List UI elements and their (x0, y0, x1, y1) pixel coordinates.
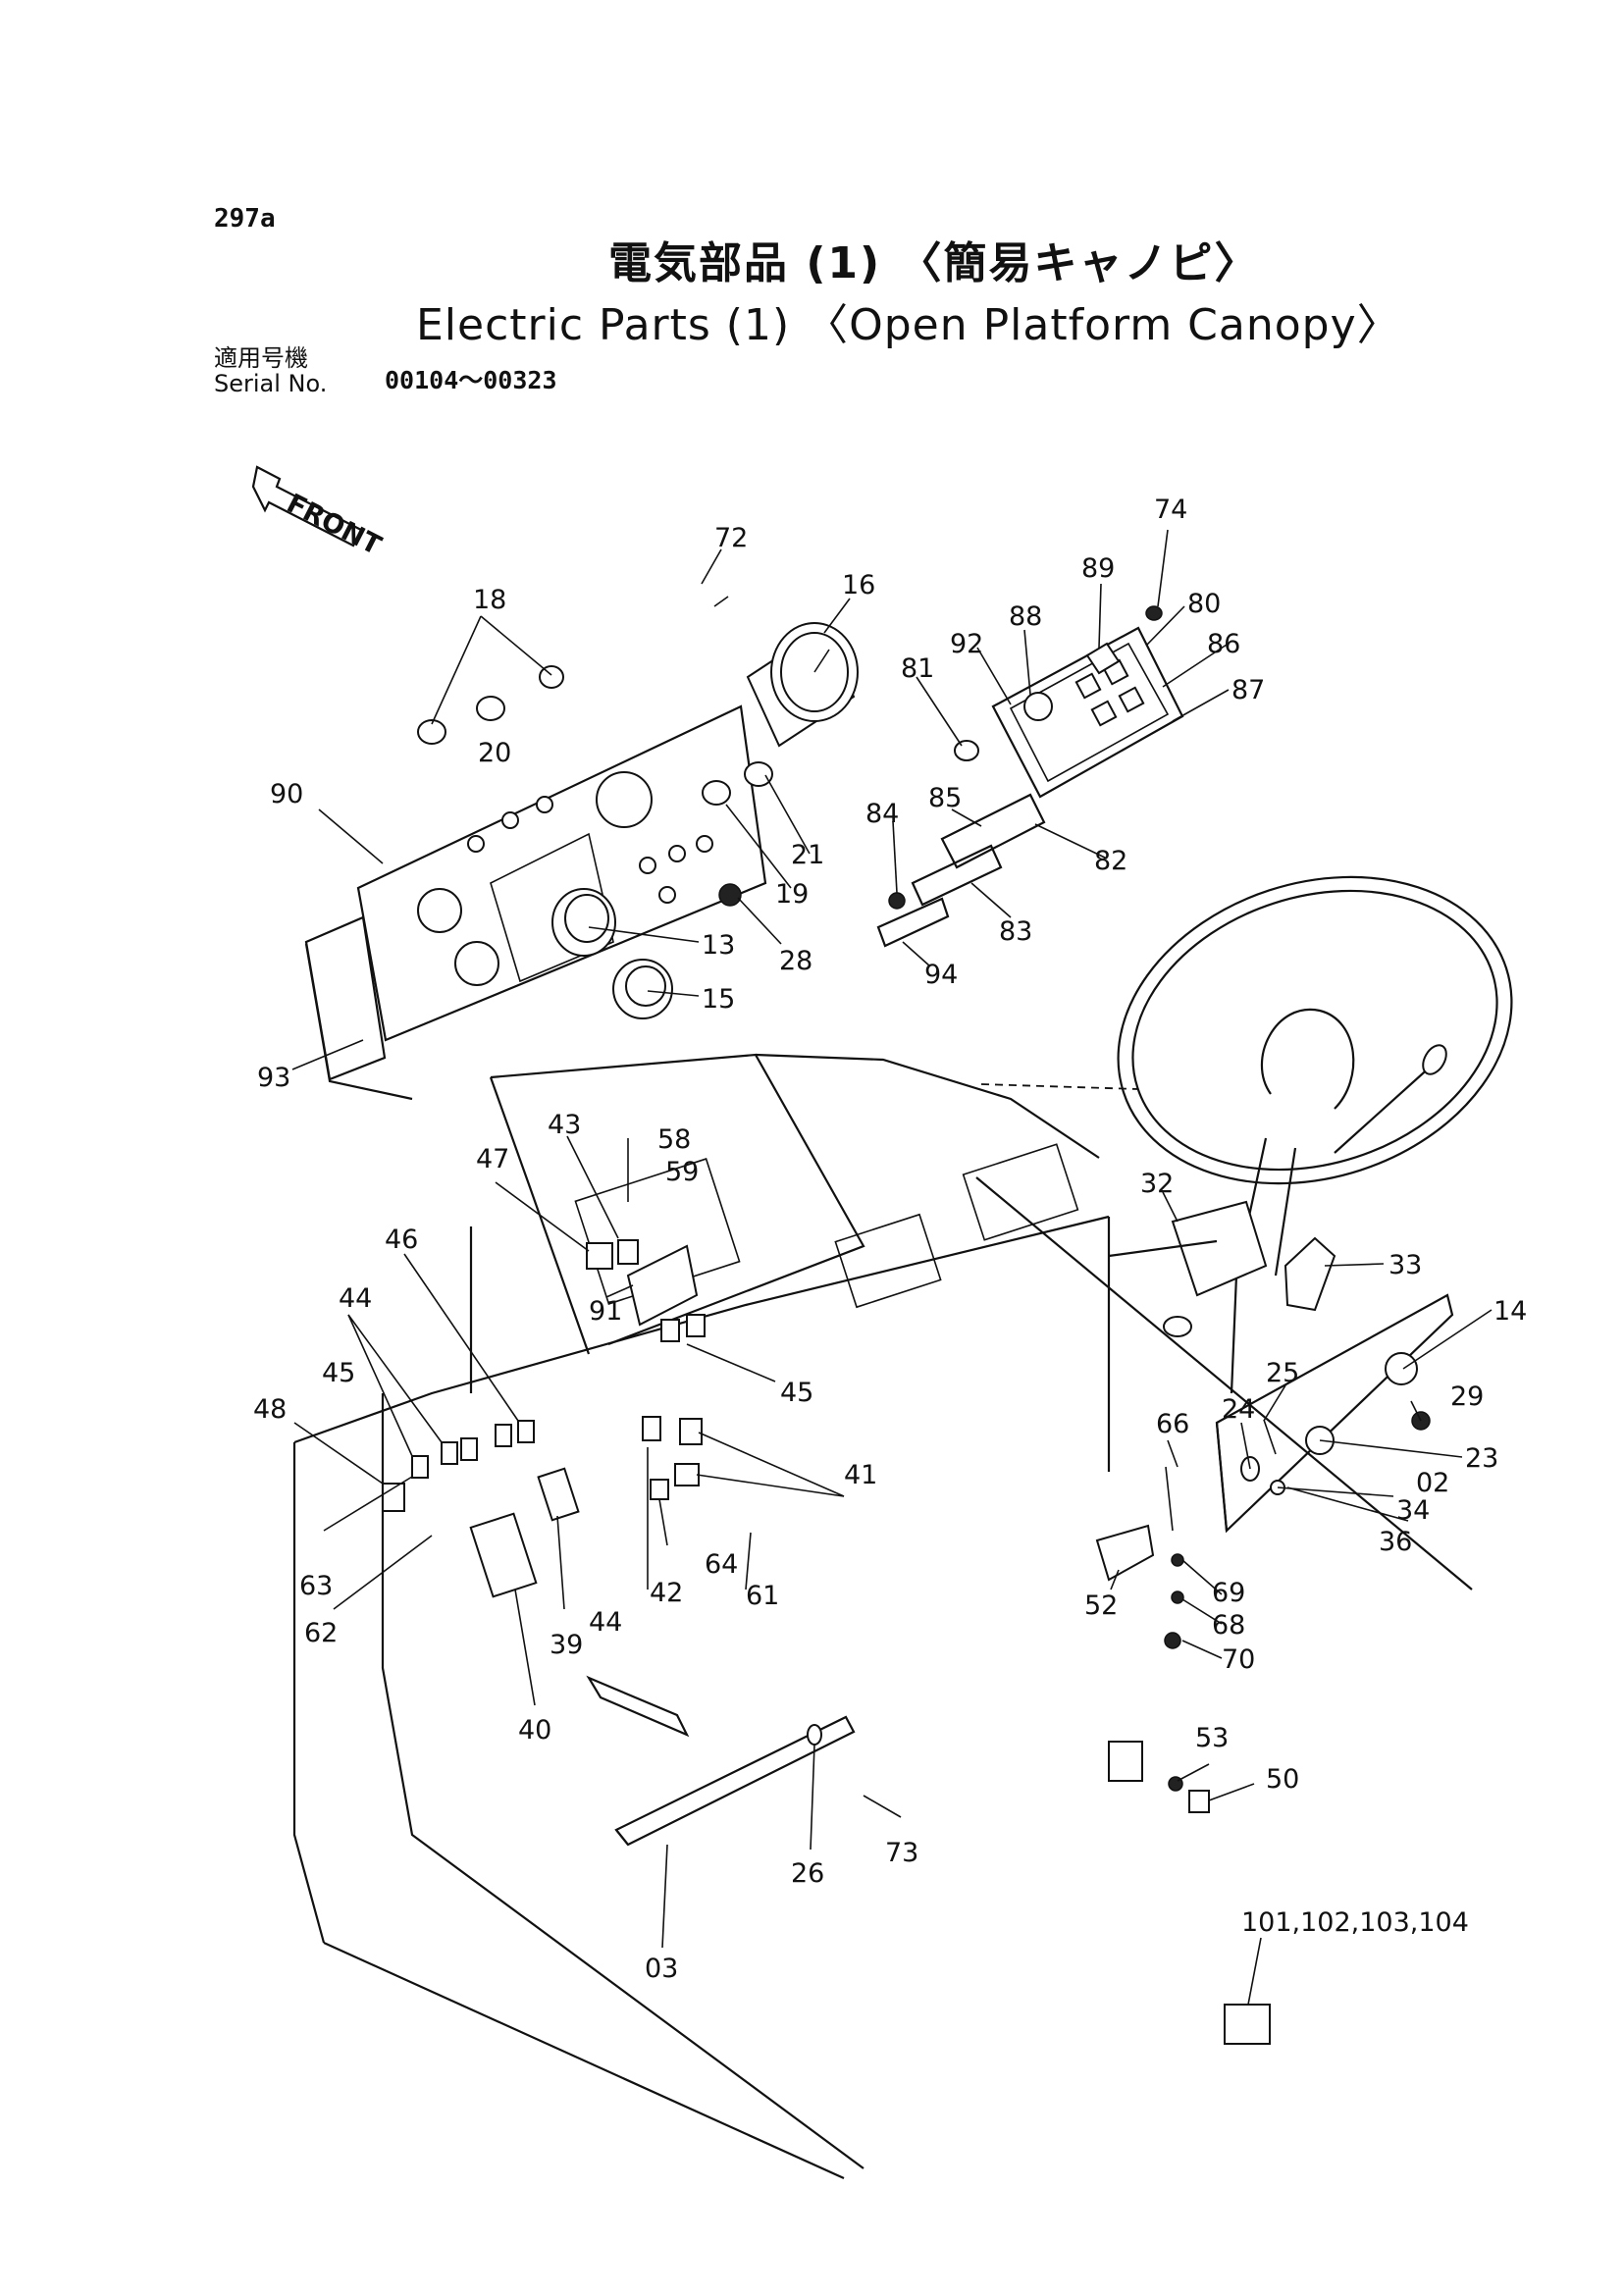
callout-59: 59 (665, 1157, 699, 1187)
callout-16: 16 (842, 570, 875, 600)
callout-73: 73 (885, 1838, 918, 1868)
callout-94: 94 (924, 960, 958, 990)
callout-28: 28 (779, 946, 812, 976)
page-number: 297a (214, 204, 276, 234)
callout-40: 40 (518, 1715, 551, 1746)
bottom-plate (586, 1675, 856, 1847)
callout-21: 21 (791, 840, 824, 870)
callout-23: 23 (1465, 1443, 1498, 1474)
callout-20: 20 (478, 738, 511, 768)
callout-48: 48 (253, 1394, 287, 1425)
serial-label: 適用号機 Serial No. (214, 345, 327, 396)
callout-46: 46 (385, 1225, 418, 1255)
combination-switch (1108, 1200, 1268, 1337)
callout-numbers: 72 16 18 20 90 21 19 28 13 15 93 74 89 8… (253, 495, 1527, 1984)
callout-62: 62 (304, 1618, 338, 1648)
callout-69: 69 (1212, 1578, 1245, 1608)
callout-58: 58 (657, 1124, 691, 1155)
callout-45-left: 45 (322, 1358, 355, 1388)
front-label: FRONT (282, 489, 387, 562)
title-japanese: 電気部品 (1) 〈簡易キャノピ〉 (608, 238, 1260, 288)
callout-24: 24 (1222, 1394, 1255, 1425)
callout-44: 44 (339, 1283, 372, 1314)
callout-90: 90 (270, 779, 303, 809)
callout-15: 15 (702, 984, 735, 1015)
callout-34: 34 (1396, 1495, 1430, 1526)
callout-53: 53 (1195, 1723, 1229, 1753)
leader-lines (291, 529, 1493, 2006)
callout-84: 84 (865, 799, 899, 829)
callout-93: 93 (257, 1063, 290, 1093)
callout-89: 89 (1081, 553, 1115, 584)
callout-41: 41 (844, 1460, 877, 1490)
callout-82: 82 (1094, 846, 1127, 876)
callout-02: 02 (1416, 1468, 1449, 1498)
callout-52: 52 (1084, 1590, 1118, 1621)
callout-70: 70 (1222, 1644, 1255, 1675)
callout-25: 25 (1266, 1358, 1299, 1388)
callout-80: 80 (1187, 589, 1221, 619)
callout-44-lower: 44 (589, 1607, 622, 1638)
callout-18: 18 (473, 585, 506, 615)
misc-fasteners (1095, 1466, 1271, 2045)
callout-74: 74 (1154, 495, 1187, 525)
callout-91: 91 (589, 1296, 622, 1327)
callout-39: 39 (550, 1630, 583, 1660)
callout-33: 33 (1388, 1250, 1422, 1280)
serial-label-jp: 適用号機 (214, 344, 308, 372)
steering-wheel (1117, 875, 1513, 1394)
switch-panel (954, 605, 1184, 799)
callout-19: 19 (775, 879, 809, 910)
front-arrow: FRONT (251, 465, 387, 562)
callout-92: 92 (950, 629, 983, 659)
callout-72: 72 (714, 523, 748, 553)
callout-14: 14 (1493, 1296, 1527, 1327)
callout-45-right: 45 (780, 1378, 813, 1408)
callout-47: 47 (476, 1144, 509, 1174)
callout-88: 88 (1009, 601, 1042, 632)
callout-83: 83 (999, 916, 1032, 947)
title-english: Electric Parts (1) 〈Open Platform Canopy… (416, 300, 1401, 350)
indicator-lamps (417, 596, 773, 907)
dashboard-body (292, 1053, 1473, 2180)
callout-63: 63 (299, 1571, 333, 1601)
callout-13: 13 (702, 930, 735, 961)
callout-61: 61 (746, 1581, 779, 1611)
callout-36: 36 (1379, 1527, 1412, 1557)
callout-50: 50 (1266, 1764, 1299, 1795)
callout-29: 29 (1450, 1382, 1484, 1412)
serial-range: 00104～00323 (385, 366, 557, 394)
callout-42: 42 (650, 1578, 683, 1608)
gauge-15 (612, 959, 673, 1019)
callout-87: 87 (1231, 675, 1265, 705)
callout-68: 68 (1212, 1610, 1245, 1641)
callout-85: 85 (928, 783, 962, 813)
gauge-13 (551, 888, 616, 957)
callout-101-104: 101,102,103,104 (1241, 1907, 1469, 1938)
instrument-panel (304, 704, 767, 1101)
callout-03: 03 (645, 1954, 678, 1984)
callout-86: 86 (1207, 629, 1240, 659)
callout-81: 81 (901, 653, 934, 684)
callout-66: 66 (1156, 1409, 1189, 1439)
callout-26: 26 (791, 1858, 824, 1889)
serial-label-en: Serial No. (214, 370, 328, 397)
callout-64: 64 (705, 1549, 738, 1580)
callout-32: 32 (1140, 1169, 1174, 1199)
gauge-16 (746, 622, 859, 748)
callout-43: 43 (548, 1110, 581, 1140)
meter-panel-82 (876, 793, 1046, 948)
